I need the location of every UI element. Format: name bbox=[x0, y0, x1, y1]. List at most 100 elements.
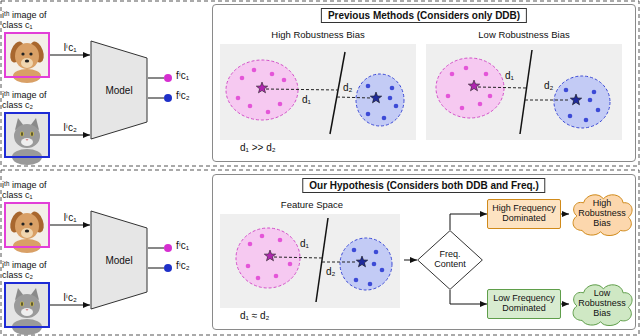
connector-arrow bbox=[148, 98, 164, 99]
connector-arrow bbox=[50, 135, 90, 136]
model-block: Model bbox=[90, 210, 148, 310]
panel-border bbox=[1, 1, 639, 166]
feature-dot bbox=[248, 104, 253, 109]
feature-dot bbox=[568, 114, 573, 119]
connector-arrow bbox=[450, 290, 487, 304]
edge-label: Iⁱc₁ bbox=[62, 212, 77, 223]
connector-arrow bbox=[50, 55, 90, 56]
panel-title: Previous Methods (Considers only DDB) bbox=[321, 8, 527, 23]
distance-label: d₂ bbox=[544, 80, 553, 91]
distance-label: d₁ bbox=[505, 70, 514, 81]
panel-title: Our Hypothesis (Considers both DDB and F… bbox=[302, 178, 545, 193]
low-bias-plot bbox=[426, 44, 622, 140]
plot-title: Feature Space bbox=[220, 200, 404, 210]
feature-point: fⁱc₂ bbox=[164, 264, 172, 272]
connector-arrow bbox=[561, 214, 569, 215]
plot-title: High Robustness Bias bbox=[220, 30, 416, 40]
feature-dot bbox=[278, 238, 283, 243]
distance-line bbox=[322, 262, 356, 263]
feature-dot bbox=[282, 78, 287, 83]
plot-title: Low Robustness Bias bbox=[426, 30, 622, 40]
feature-dot bbox=[394, 104, 399, 109]
feature-dot bbox=[596, 108, 601, 113]
connector-arrow bbox=[50, 305, 90, 306]
feature-dot bbox=[274, 274, 279, 279]
diamond-outline bbox=[418, 231, 483, 290]
centroid-star bbox=[468, 80, 479, 91]
feature-dot bbox=[246, 264, 251, 269]
centroid-star bbox=[370, 92, 381, 103]
outcome-cloud: High Robustness Bias bbox=[569, 191, 635, 237]
plot-ground bbox=[220, 44, 416, 140]
feature-space-plot bbox=[220, 214, 400, 308]
feature-dot bbox=[388, 96, 393, 101]
process-box: Low Frequency Dominated bbox=[487, 289, 561, 319]
feature-dot bbox=[464, 66, 469, 71]
decision-boundary bbox=[316, 218, 328, 302]
edge-label: Iⁱc₂ bbox=[62, 122, 78, 133]
edge-label: Iⁱc₁ bbox=[62, 42, 77, 53]
input-image: iᵗʰ image of class c₂ bbox=[4, 282, 50, 328]
panel-border bbox=[1, 170, 639, 335]
feature-dot bbox=[366, 112, 371, 117]
centroid-star bbox=[264, 250, 275, 261]
input-image: iᵗʰ image of class c₂ bbox=[4, 112, 50, 158]
input-image: iᵗʰ image of class c₁ bbox=[4, 32, 50, 78]
connector-arrow bbox=[148, 78, 164, 79]
feature-dot bbox=[278, 102, 283, 107]
outcome-cloud: Low Robustness Bias bbox=[569, 281, 635, 327]
process-label: High Frequency Dominated bbox=[491, 204, 557, 224]
feature-dot bbox=[446, 94, 451, 99]
process-box: High Frequency Dominated bbox=[487, 199, 561, 229]
input-image: iᵗʰ image of class c₁ bbox=[4, 202, 50, 248]
feature-dot bbox=[460, 106, 465, 111]
image-caption: iᵗʰ image of class c₂ bbox=[2, 261, 58, 281]
distance-line bbox=[478, 87, 527, 88]
decision-label: Freq. Content bbox=[430, 250, 470, 270]
feature-dot bbox=[450, 72, 455, 77]
cloud-outline bbox=[573, 195, 632, 236]
feature-dot bbox=[382, 116, 387, 121]
feature-dot bbox=[478, 102, 483, 107]
feature-space-plot: Low Robustness Bias d₁ d₂ bbox=[426, 30, 622, 158]
feature-dot bbox=[354, 278, 359, 283]
connector-arrow bbox=[404, 260, 417, 261]
feature-dot bbox=[236, 96, 241, 101]
centroid-star bbox=[570, 94, 581, 105]
class-cluster bbox=[554, 76, 610, 128]
high-bias-plot bbox=[220, 44, 416, 140]
dog-photo bbox=[4, 32, 50, 83]
decision-boundary bbox=[520, 50, 532, 134]
centroid-star bbox=[356, 256, 367, 267]
feature-label: fⁱc₁ bbox=[176, 70, 189, 81]
feature-dot bbox=[288, 262, 293, 267]
feature-dot bbox=[368, 282, 373, 287]
centroid-star bbox=[256, 82, 267, 93]
distance-line bbox=[266, 89, 338, 90]
image-caption: iᵗʰ image of class c₁ bbox=[2, 11, 58, 31]
model-trapezoid bbox=[91, 211, 147, 309]
cat-photo bbox=[4, 282, 50, 335]
feature-dot bbox=[564, 88, 569, 93]
feature-dot bbox=[352, 248, 357, 253]
class-cluster bbox=[340, 238, 392, 290]
class-cluster bbox=[226, 60, 298, 120]
distance-label: d₁ ≈ d₂ bbox=[240, 310, 269, 321]
model-trapezoid bbox=[91, 41, 147, 139]
distance-label: d₁ bbox=[302, 94, 311, 105]
connector-arrow bbox=[450, 214, 487, 230]
feature-dot bbox=[256, 276, 261, 281]
connector-arrow bbox=[561, 304, 569, 305]
feature-dot bbox=[240, 76, 245, 81]
method-panel: Our Hypothesis (Considers both DDB and F… bbox=[212, 174, 636, 330]
cat-photo bbox=[4, 112, 50, 165]
feature-space-plot: High Robustness Bias d₁ d₂ d₁ >> d₂ bbox=[220, 30, 416, 158]
method-panel: Previous Methods (Considers only DDB) Hig… bbox=[212, 4, 636, 162]
distance-label: d₁ >> d₂ bbox=[240, 142, 276, 153]
feature-dot bbox=[484, 72, 489, 77]
connector-arrow bbox=[148, 268, 164, 269]
distance-label: d₂ bbox=[343, 82, 352, 93]
feature-dot bbox=[266, 110, 271, 115]
